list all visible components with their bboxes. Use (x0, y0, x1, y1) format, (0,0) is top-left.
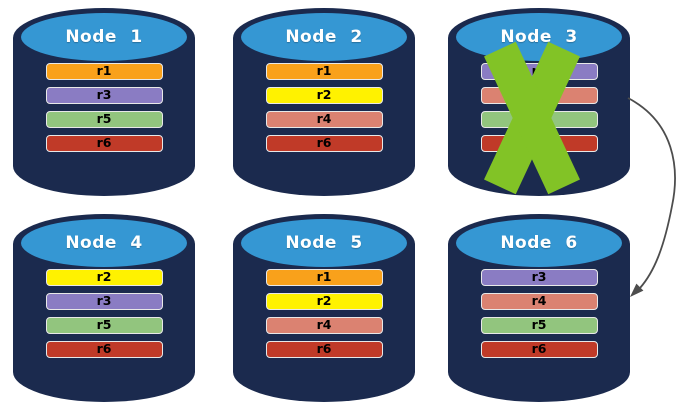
replica-label: r2 (316, 293, 332, 309)
replica-label: r4 (316, 111, 332, 127)
arrow-curve (627, 97, 676, 289)
node-title: Node 2 (285, 27, 363, 47)
replica-list: r1 r2 r4 r6 (233, 63, 415, 152)
replica-label: r2 (316, 87, 332, 103)
cylinder-top: Node 2 (238, 10, 410, 64)
replica-bar: r6 (265, 135, 383, 152)
replica-label: r4 (316, 317, 332, 333)
replica-label: r1 (316, 269, 332, 285)
cylinder-top: Node 1 (18, 10, 190, 64)
replica-bar: r4 (480, 293, 598, 310)
replica-bar: r4 (265, 317, 383, 334)
replica-label: r4 (531, 293, 547, 309)
replica-bar: r6 (45, 341, 163, 358)
node-title: Node 6 (500, 233, 578, 253)
replica-bar: r5 (45, 317, 163, 334)
replica-label: r6 (96, 135, 112, 151)
node-6: Node 6 r3 r4 r5 r6 (448, 214, 630, 402)
node-title: Node 5 (285, 233, 363, 253)
replica-bar: r5 (45, 111, 163, 128)
node-5: Node 5 r1 r2 r4 r6 (233, 214, 415, 402)
replica-bar: r2 (265, 87, 383, 104)
node-4: Node 4 r2 r3 r5 r6 (13, 214, 195, 402)
replica-bar: r5 (480, 317, 598, 334)
replica-label: r6 (316, 341, 332, 357)
replica-label: r1 (96, 63, 112, 79)
cylinder-top: Node 3 (453, 10, 625, 64)
replica-label: r6 (96, 341, 112, 357)
replica-bar: r6 (45, 135, 163, 152)
replica-list: r1 r2 r4 r6 (233, 269, 415, 358)
replica-bar: r1 (265, 269, 383, 286)
replica-bar: r3 (45, 293, 163, 310)
replica-label: r5 (531, 317, 547, 333)
cylinder-top: Node 4 (18, 216, 190, 270)
replica-label: r6 (316, 135, 332, 151)
replica-label: r3 (96, 87, 112, 103)
node-1: Node 1 r1 r3 r5 r6 (13, 8, 195, 196)
replica-label: r3 (531, 269, 547, 285)
replica-label: r6 (531, 341, 547, 357)
replica-bar: r2 (265, 293, 383, 310)
cylinder-top: Node 5 (238, 216, 410, 270)
node-2: Node 2 r1 r2 r4 r6 (233, 8, 415, 196)
replica-label: r3 (96, 293, 112, 309)
replica-label: r2 (96, 269, 112, 285)
replica-bar: r3 (45, 87, 163, 104)
node-title: Node 3 (500, 27, 578, 47)
replica-list: r3 r4 r5 r6 (448, 269, 630, 358)
replica-bar: r1 (45, 63, 163, 80)
arrow-head (630, 283, 644, 297)
replica-label: r1 (316, 63, 332, 79)
replica-label: r5 (96, 111, 112, 127)
replica-list: r1 r3 r5 r6 (13, 63, 195, 152)
replica-list: r2 r3 r5 r6 (13, 269, 195, 358)
replica-bar: r3 (480, 269, 598, 286)
replica-label: r5 (96, 317, 112, 333)
replica-bar: r6 (480, 341, 598, 358)
replica-bar: r1 (265, 63, 383, 80)
replica-bar: r2 (45, 269, 163, 286)
replica-bar: r4 (265, 111, 383, 128)
node-title: Node 4 (65, 233, 143, 253)
replica-bar: r6 (265, 341, 383, 358)
cylinder-top: Node 6 (453, 216, 625, 270)
node-title: Node 1 (65, 27, 143, 47)
